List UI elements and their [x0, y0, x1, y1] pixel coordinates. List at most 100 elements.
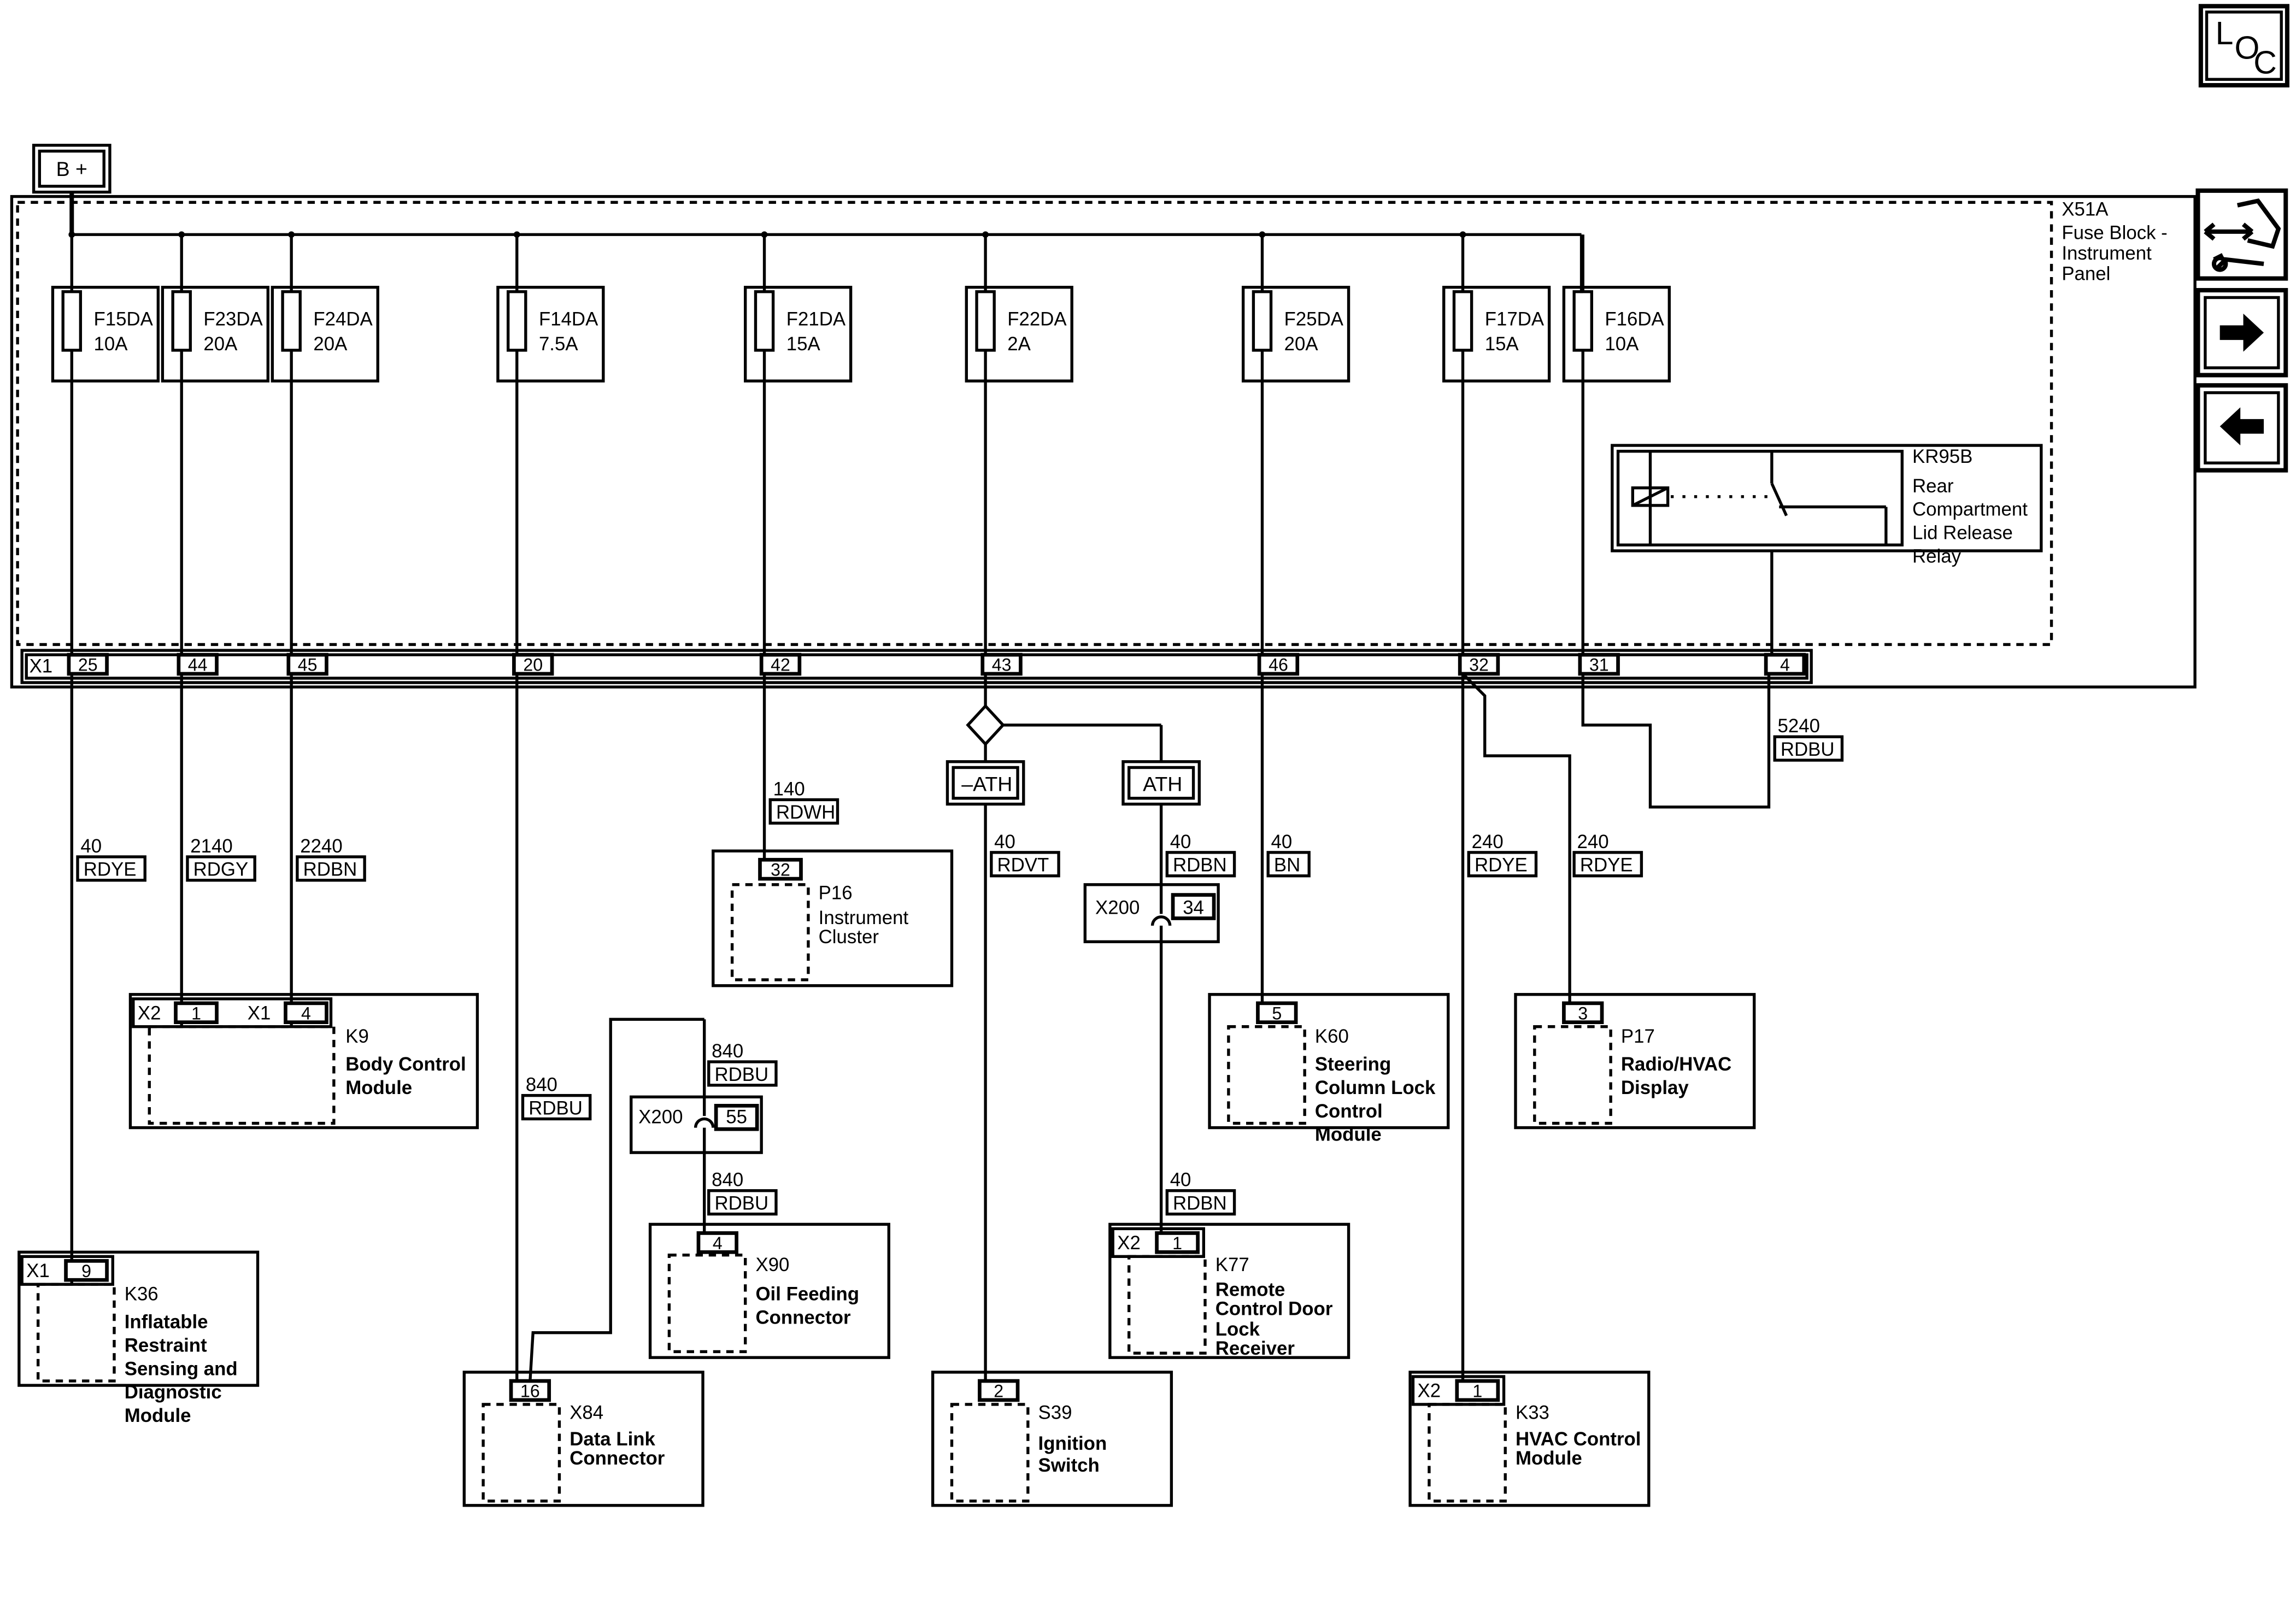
wire-color: RDYE — [1580, 855, 1633, 876]
fuse-id: F14DA — [539, 308, 598, 330]
svg-text:32: 32 — [771, 860, 790, 880]
option-ath: ATH — [1121, 760, 1201, 806]
fuse-rating: 20A — [1284, 333, 1319, 355]
loc-letter-l: L — [2216, 16, 2234, 51]
svg-text:Remote: Remote — [1215, 1279, 1285, 1301]
wire-color: RDYE — [84, 859, 137, 880]
wire-circuit: 40 — [80, 836, 102, 857]
option-not-ath: –ATH — [946, 760, 1025, 806]
fuse-id: F17DA — [1485, 308, 1545, 330]
wire-color: RDVT — [997, 855, 1049, 876]
svg-text:X200: X200 — [638, 1107, 683, 1128]
svg-text:K36: K36 — [125, 1284, 158, 1305]
svg-text:HVAC Control: HVAC Control — [1516, 1428, 1641, 1450]
fuse-block-id: X51A — [2062, 198, 2109, 220]
relay-name-3: Lid Release — [1912, 522, 2013, 544]
svg-text:Instrument: Instrument — [819, 907, 909, 928]
fuse-rating: 20A — [313, 333, 348, 355]
svg-text:Switch: Switch — [1038, 1455, 1100, 1476]
svg-text:Display: Display — [1621, 1077, 1689, 1098]
svg-text:1: 1 — [1472, 1381, 1482, 1401]
svg-text:Oil Feeding: Oil Feeding — [755, 1284, 859, 1305]
connector-pin-relay: 4 — [1764, 652, 1806, 676]
fuse-block-connector-x1: X1 — [20, 649, 1813, 684]
svg-text:X90: X90 — [755, 1254, 789, 1275]
svg-text:S39: S39 — [1038, 1402, 1072, 1424]
fuse-id: F15DA — [93, 308, 153, 330]
svg-text:44: 44 — [188, 655, 208, 675]
connector-pin: 25 — [67, 652, 109, 676]
component-k36: X1 9 K36 Inflatable Restraint Sensing an… — [17, 1250, 260, 1426]
prev-button[interactable] — [2195, 383, 2288, 473]
fuse-id: F25DA — [1284, 308, 1344, 330]
component-x84: 16 X84 Data Link Connector — [462, 1371, 704, 1507]
loc-letter-c: C — [2253, 45, 2277, 81]
inline-connector-x200-34: X200 34 — [1083, 883, 1220, 943]
svg-text:Steering: Steering — [1315, 1054, 1391, 1075]
wire-circuit: 40 — [1271, 831, 1293, 852]
next-button[interactable] — [2195, 288, 2288, 378]
svg-text:25: 25 — [78, 655, 98, 675]
component-k33: X2 1 K33 HVAC Control Module — [1408, 1371, 1651, 1507]
wire-circuit: 840 — [712, 1040, 743, 1062]
fuse-id: F24DA — [313, 308, 373, 330]
svg-text:20: 20 — [523, 655, 543, 675]
svg-text:Data Link: Data Link — [569, 1428, 655, 1450]
relay-name-2: Compartment — [1912, 499, 2028, 520]
svg-text:Control: Control — [1315, 1101, 1383, 1122]
svg-text:31: 31 — [1589, 655, 1609, 675]
inline-connector-x200-55: X200 55 — [630, 1095, 763, 1154]
fuse-block-name-2: Instrument — [2062, 243, 2152, 264]
component-s39: 2 S39 Ignition Switch — [931, 1371, 1173, 1507]
svg-text:1: 1 — [1172, 1233, 1182, 1253]
fuse-block-name-1: Fuse Block - — [2062, 222, 2167, 243]
svg-text:X200: X200 — [1095, 897, 1140, 918]
fuse-rating: 2A — [1007, 333, 1031, 355]
fuse-rating: 15A — [1485, 333, 1519, 355]
svg-text:K33: K33 — [1516, 1402, 1549, 1424]
svg-text:Body Control: Body Control — [345, 1054, 466, 1075]
wire-color: RDBN — [1173, 1193, 1227, 1214]
option-split-icon — [966, 704, 1005, 746]
wire-color: RDYE — [1475, 855, 1528, 876]
arrow-left-icon — [2219, 407, 2264, 446]
loc-letter-o: O — [2234, 31, 2259, 66]
connector-harness-icon — [2204, 198, 2281, 272]
svg-text:34: 34 — [1183, 897, 1204, 918]
fuse-rating: 10A — [1605, 333, 1639, 355]
wire-circuit: 2240 — [300, 836, 342, 857]
svg-text:P16: P16 — [819, 883, 853, 904]
svg-text:–ATH: –ATH — [961, 772, 1012, 795]
svg-text:42: 42 — [771, 655, 790, 675]
wire-circuit: 240 — [1472, 831, 1504, 852]
fuse-id: F23DA — [203, 308, 263, 330]
svg-text:K60: K60 — [1315, 1026, 1349, 1047]
svg-text:4: 4 — [301, 1003, 311, 1023]
component-p16: 32 P16 Instrument Cluster — [712, 849, 954, 987]
wire-color: RDBU — [1781, 739, 1835, 760]
connector-pin: 42 — [759, 652, 802, 676]
relay-name-1: Rear — [1912, 475, 1954, 497]
svg-text:X1: X1 — [26, 1260, 50, 1281]
wire-circuit: 240 — [1577, 831, 1609, 852]
svg-text:Control Door: Control Door — [1215, 1298, 1333, 1320]
svg-text:Module: Module — [1516, 1448, 1582, 1469]
svg-text:P17: P17 — [1621, 1026, 1655, 1047]
svg-text:Diagnostic: Diagnostic — [125, 1381, 222, 1403]
connector-pin: 31 — [1578, 652, 1620, 676]
loc-button[interactable]: L O C — [2198, 4, 2289, 87]
connector-view-button[interactable] — [2195, 188, 2288, 281]
